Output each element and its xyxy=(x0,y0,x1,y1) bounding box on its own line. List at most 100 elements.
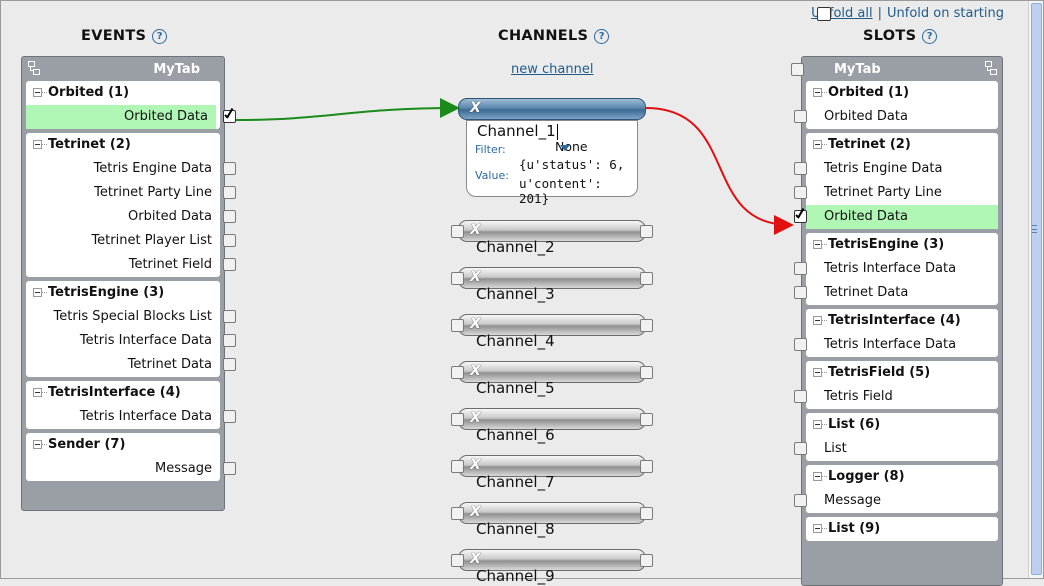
slots-connector-checkbox[interactable] xyxy=(794,338,807,351)
channel-input-checkbox[interactable] xyxy=(451,225,464,238)
close-icon[interactable]: X xyxy=(470,363,481,379)
events-group-header[interactable]: TetrisInterface (4) xyxy=(26,381,220,405)
close-icon[interactable]: X xyxy=(470,504,481,520)
collapse-icon[interactable] xyxy=(33,140,42,149)
collapse-icon[interactable] xyxy=(813,240,822,249)
collapse-icon[interactable] xyxy=(813,88,822,97)
events-connector-checkbox[interactable] xyxy=(223,110,236,123)
slots-group: TetrisInterface (4)Tetris Interface Data xyxy=(794,309,998,357)
channels-help-icon[interactable]: ? xyxy=(594,28,610,44)
slots-group-header[interactable]: TetrisField (5) xyxy=(806,361,998,385)
channel-input-checkbox[interactable] xyxy=(451,460,464,473)
slots-connector-checkbox[interactable] xyxy=(794,286,807,299)
slots-connector-checkbox[interactable] xyxy=(794,494,807,507)
collapse-icon[interactable] xyxy=(33,288,42,297)
events-connector-checkbox[interactable] xyxy=(223,310,236,323)
close-icon[interactable]: X xyxy=(470,457,481,473)
slots-group-header[interactable]: TetrisEngine (3) xyxy=(806,233,998,257)
collapse-icon[interactable] xyxy=(813,524,822,533)
collapse-icon[interactable] xyxy=(813,420,822,429)
channel-item[interactable]: X xyxy=(458,98,646,120)
slots-connector-checkbox[interactable] xyxy=(794,186,807,199)
events-connector-checkbox[interactable] xyxy=(223,258,236,271)
channel-output-checkbox[interactable] xyxy=(640,366,653,379)
channel-bar[interactable] xyxy=(458,98,646,120)
slots-item: Orbited Data xyxy=(794,205,998,229)
channel-output-checkbox[interactable] xyxy=(640,319,653,332)
channel-input-checkbox[interactable] xyxy=(451,554,464,567)
events-group-header[interactable]: Tetrinet (2) xyxy=(26,133,220,157)
new-channel-link[interactable]: new channel xyxy=(511,62,594,77)
events-connector-checkbox[interactable] xyxy=(223,410,236,423)
tree-icon[interactable] xyxy=(27,61,40,75)
close-icon[interactable]: X xyxy=(470,269,481,285)
slots-help-icon[interactable]: ? xyxy=(922,28,938,44)
events-connector-checkbox[interactable] xyxy=(223,462,236,475)
slots-group-header[interactable]: List (6) xyxy=(806,413,998,437)
events-item-label: Tetris Special Blocks List xyxy=(53,309,212,324)
channel-output-checkbox[interactable] xyxy=(640,460,653,473)
events-connector-checkbox[interactable] xyxy=(223,186,236,199)
events-group-header[interactable]: Sender (7) xyxy=(26,433,220,457)
channel-name-field[interactable]: Channel_1 xyxy=(477,122,556,140)
collapse-icon[interactable] xyxy=(813,316,822,325)
slots-connector-checkbox[interactable] xyxy=(794,210,807,223)
slots-group-header[interactable]: Logger (8) xyxy=(806,465,998,489)
collapse-icon[interactable] xyxy=(33,440,42,449)
collapse-icon[interactable] xyxy=(33,88,42,97)
slots-group-header[interactable]: TetrisInterface (4) xyxy=(806,309,998,333)
events-group-header[interactable]: TetrisEngine (3) xyxy=(26,281,220,305)
slots-connector-checkbox[interactable] xyxy=(794,162,807,175)
channel-output-checkbox[interactable] xyxy=(640,507,653,520)
unfold-on-starting-checkbox[interactable] xyxy=(817,6,832,21)
tree-icon[interactable] xyxy=(984,61,997,75)
slots-connector-checkbox[interactable] xyxy=(794,390,807,403)
channel-output-checkbox[interactable] xyxy=(640,225,653,238)
collapse-icon[interactable] xyxy=(813,472,822,481)
channel-input-checkbox[interactable] xyxy=(451,366,464,379)
collapse-icon[interactable] xyxy=(813,368,822,377)
events-group-header[interactable]: Orbited (1) xyxy=(26,81,220,105)
collapse-icon[interactable] xyxy=(813,140,822,149)
events-connector-checkbox[interactable] xyxy=(223,162,236,175)
close-icon[interactable]: X xyxy=(470,316,481,332)
slots-tab-checkbox[interactable] xyxy=(791,63,804,76)
slots-group-header[interactable]: Tetrinet (2) xyxy=(806,133,998,157)
events-connector-checkbox[interactable] xyxy=(223,334,236,347)
events-help-icon[interactable]: ? xyxy=(152,28,168,44)
close-icon[interactable]: X xyxy=(470,222,481,238)
slots-group-header[interactable]: Orbited (1) xyxy=(806,81,998,105)
events-connector-checkbox[interactable] xyxy=(223,358,236,371)
channel-output-checkbox[interactable] xyxy=(640,413,653,426)
close-icon[interactable]: X xyxy=(470,410,481,426)
slots-group-title: Orbited (1) xyxy=(828,85,910,100)
close-icon[interactable]: X xyxy=(470,551,481,567)
channel-input-checkbox[interactable] xyxy=(451,507,464,520)
close-icon[interactable]: X xyxy=(470,100,481,116)
scrollbar-thumb[interactable] xyxy=(1031,3,1042,575)
checkmark-icon xyxy=(796,208,804,220)
channel-input-checkbox[interactable] xyxy=(451,319,464,332)
channel-input-checkbox[interactable] xyxy=(451,413,464,426)
slots-connector-checkbox[interactable] xyxy=(794,110,807,123)
channel-input-checkbox[interactable] xyxy=(451,272,464,285)
channel-output-checkbox[interactable] xyxy=(640,272,653,285)
vertical-scrollbar[interactable] xyxy=(1028,1,1043,578)
events-connector-checkbox[interactable] xyxy=(223,234,236,247)
chevron-down-icon[interactable] xyxy=(560,145,570,151)
events-connector-checkbox[interactable] xyxy=(223,210,236,223)
channel-output-checkbox[interactable] xyxy=(640,554,653,567)
slots-connector-checkbox[interactable] xyxy=(794,262,807,275)
slots-connector-checkbox[interactable] xyxy=(794,442,807,455)
slots-group-header[interactable]: List (9) xyxy=(806,517,998,541)
filter-label: Filter: xyxy=(475,143,506,156)
collapse-icon[interactable] xyxy=(33,388,42,397)
